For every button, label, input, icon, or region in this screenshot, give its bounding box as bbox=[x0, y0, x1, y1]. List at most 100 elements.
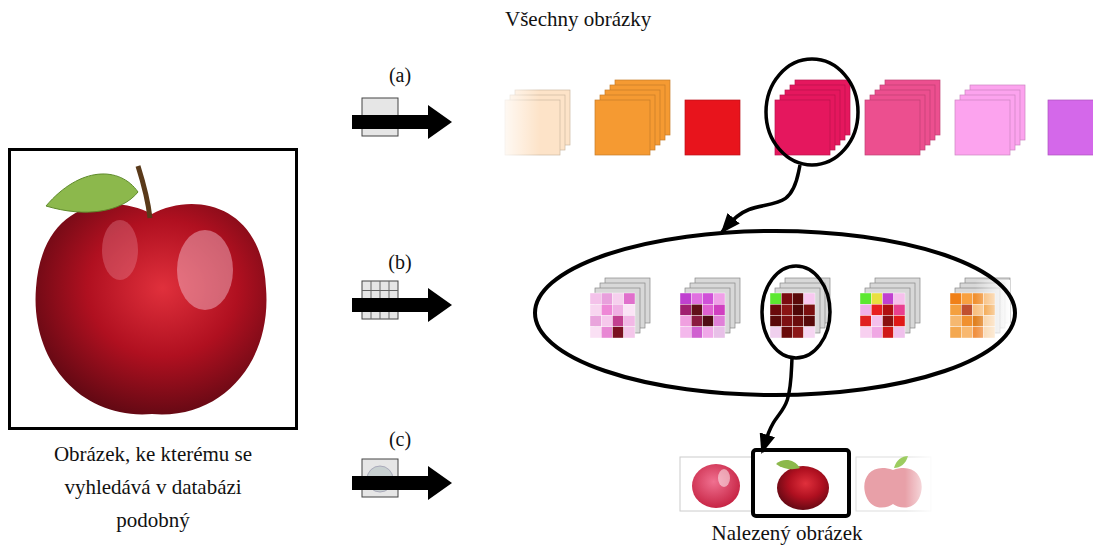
grid-cell bbox=[590, 304, 601, 315]
result-image: Nalezený obrázek bbox=[660, 520, 914, 546]
grid-cell bbox=[860, 304, 871, 315]
arrow-shaft bbox=[352, 476, 432, 490]
caption: Nalezený obrázek bbox=[660, 520, 914, 546]
thumb bbox=[680, 457, 752, 511]
grid-cell bbox=[871, 293, 882, 304]
grid-cell bbox=[781, 327, 792, 338]
grid-cell bbox=[950, 316, 961, 327]
grid-cell bbox=[804, 293, 815, 304]
thumb-highlight bbox=[718, 469, 730, 487]
grid-stack bbox=[590, 278, 650, 338]
result-frame bbox=[753, 450, 849, 516]
arrow-head bbox=[428, 105, 452, 139]
result-images bbox=[680, 450, 935, 516]
grid-cell bbox=[703, 327, 714, 338]
apple-highlight bbox=[102, 220, 138, 280]
grid-cell bbox=[894, 304, 905, 315]
image-frame bbox=[8, 148, 298, 430]
color-stack bbox=[595, 80, 670, 155]
step-arrow bbox=[352, 459, 452, 500]
grid-cell bbox=[680, 304, 691, 315]
flow-arrow bbox=[762, 358, 792, 452]
grid-cell bbox=[601, 304, 612, 315]
stack-layer bbox=[1048, 100, 1093, 155]
grid-cell bbox=[860, 327, 871, 338]
grid-cell bbox=[714, 293, 725, 304]
grid-cell bbox=[961, 316, 972, 327]
grid-cell bbox=[624, 327, 635, 338]
grid-cell bbox=[714, 304, 725, 315]
grid-cell bbox=[613, 316, 624, 327]
color-stack bbox=[775, 80, 850, 155]
color-stack bbox=[865, 80, 940, 155]
grid-cell bbox=[613, 304, 624, 315]
grid-cell bbox=[961, 327, 972, 338]
grid-layer bbox=[775, 288, 820, 333]
grid-cell bbox=[804, 316, 815, 327]
grid-cell bbox=[804, 327, 815, 338]
grid-cell bbox=[691, 304, 702, 315]
grid-cell bbox=[624, 304, 635, 315]
grid-cell bbox=[613, 293, 624, 304]
query-image: Obrázek, ke kterému se vyhledává v datab… bbox=[8, 148, 298, 537]
grid-layer bbox=[685, 288, 730, 333]
arrow-head bbox=[428, 288, 452, 322]
grid-cell bbox=[770, 327, 781, 338]
grid-cell bbox=[590, 327, 601, 338]
arrow-shaft bbox=[352, 298, 432, 312]
color-stack bbox=[1048, 100, 1093, 155]
stack-layer bbox=[775, 100, 830, 155]
step-arrow bbox=[352, 98, 452, 139]
apple-stem bbox=[138, 166, 150, 218]
grid-cell bbox=[860, 316, 871, 327]
grid-cell bbox=[883, 304, 894, 315]
grid-cell bbox=[871, 327, 882, 338]
grid-cell bbox=[624, 293, 635, 304]
grid-cell bbox=[770, 293, 781, 304]
grid-cell bbox=[793, 327, 804, 338]
grid-cell bbox=[770, 304, 781, 315]
grid-cell bbox=[883, 316, 894, 327]
thumb-apple bbox=[692, 464, 740, 508]
grid-cell bbox=[703, 293, 714, 304]
step-arrow bbox=[352, 281, 452, 322]
query-apple bbox=[36, 166, 267, 414]
flow-arrow bbox=[722, 165, 800, 232]
apple-leaf bbox=[46, 174, 138, 212]
grid-cell bbox=[703, 316, 714, 327]
grid-cell bbox=[950, 293, 961, 304]
grid-cell bbox=[601, 316, 612, 327]
grid-cell bbox=[894, 327, 905, 338]
apple-body bbox=[36, 204, 267, 414]
grid-layer bbox=[595, 288, 640, 333]
grid-cell bbox=[680, 316, 691, 327]
grid-cell bbox=[703, 304, 714, 315]
color-stack bbox=[955, 85, 1025, 155]
grid-cell bbox=[680, 293, 691, 304]
grid-cell bbox=[894, 293, 905, 304]
fade bbox=[905, 452, 935, 516]
grid-cell bbox=[961, 304, 972, 315]
arrow-head bbox=[428, 466, 452, 500]
grid-cell bbox=[781, 316, 792, 327]
grid-stack bbox=[680, 278, 740, 338]
grid-cell bbox=[894, 316, 905, 327]
grid-cell bbox=[691, 327, 702, 338]
thumb-apple bbox=[777, 466, 829, 510]
grid-cell bbox=[871, 316, 882, 327]
color-stack bbox=[685, 100, 740, 155]
caption: Obrázek, ke kterému se vyhledává v datab… bbox=[33, 438, 273, 537]
caption: Všechny obrázky bbox=[495, 6, 809, 32]
grid-cell bbox=[601, 293, 612, 304]
grid-cell bbox=[860, 293, 871, 304]
grid-cell bbox=[691, 293, 702, 304]
grid-cell bbox=[691, 316, 702, 327]
stack-layer bbox=[595, 100, 650, 155]
grid-cell bbox=[793, 293, 804, 304]
thumb-leaf bbox=[776, 460, 800, 469]
stack-layer bbox=[685, 100, 740, 155]
thumb bbox=[762, 457, 842, 511]
grid-cell bbox=[714, 327, 725, 338]
grid-cell bbox=[770, 316, 781, 327]
grid-cell bbox=[961, 293, 972, 304]
